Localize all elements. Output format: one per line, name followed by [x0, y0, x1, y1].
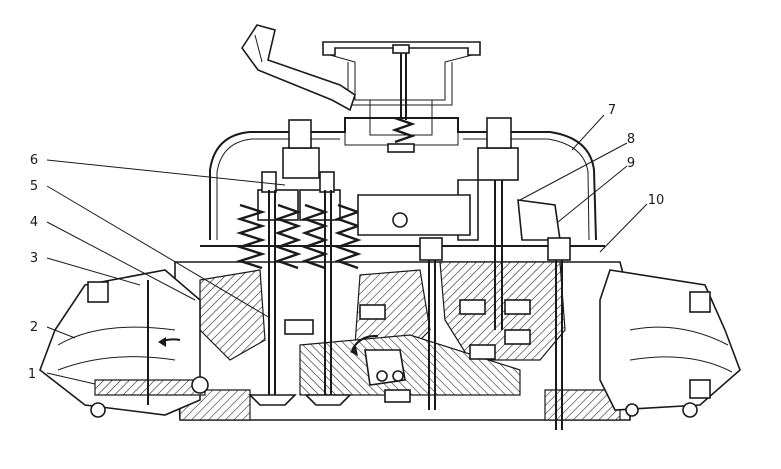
leader-6: [46, 159, 286, 186]
rocker-assembly-right: [357, 117, 571, 430]
callout-9: 9: [627, 156, 635, 171]
leader-10: [599, 203, 648, 253]
leader-7: [571, 114, 605, 151]
callout-2: 2: [30, 320, 38, 335]
manifold-left: [39, 269, 209, 418]
cylinder-head: [174, 261, 631, 421]
manifold-right: [599, 269, 741, 418]
leader-9: [557, 165, 628, 223]
leader-2: [46, 326, 76, 339]
callout-labels: 1 2 3 4 5 6 7 8 9 10: [28, 103, 664, 382]
breather-pipe: [241, 24, 356, 112]
callout-5: 5: [30, 179, 38, 194]
callout-6: 6: [30, 153, 38, 168]
leader-8: [519, 142, 628, 201]
valve-cover: [200, 117, 605, 247]
callout-1: 1: [28, 367, 36, 382]
leader-4: [46, 221, 196, 301]
callout-3: 3: [30, 251, 38, 266]
leader-1: [46, 372, 96, 385]
callout-10: 10: [648, 193, 665, 208]
leader-lines: [46, 114, 648, 385]
callout-7: 7: [608, 103, 616, 118]
leader-3: [46, 257, 141, 286]
leader-5: [46, 185, 271, 319]
callout-8: 8: [627, 132, 635, 147]
valve-assembly-left: [236, 119, 362, 406]
callout-4: 4: [30, 215, 38, 230]
